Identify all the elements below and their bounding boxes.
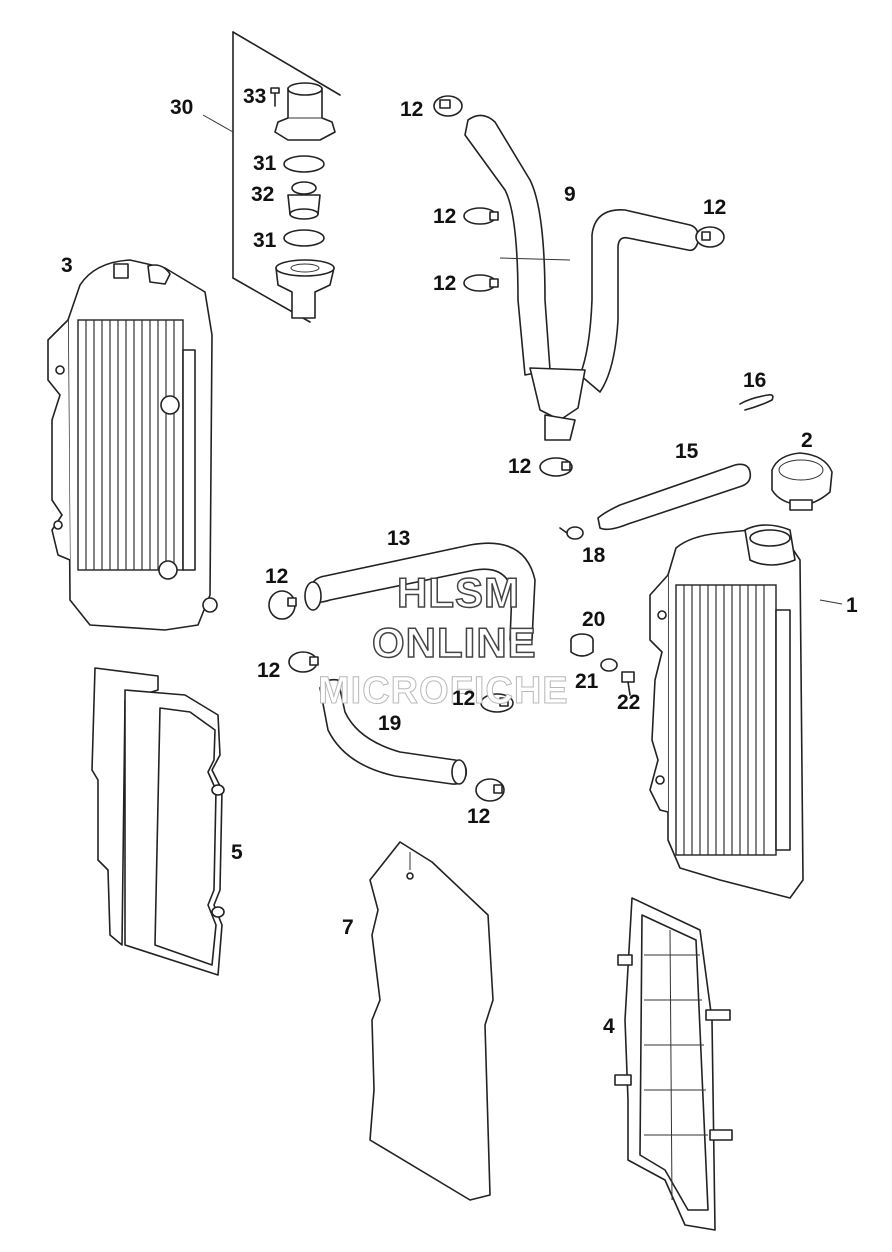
callout-12-mid2: 12 <box>433 272 457 295</box>
hose-19 <box>319 678 468 785</box>
hose-clamp-12-hoseA <box>268 590 297 620</box>
watermark-line3: MICROFICHE <box>318 670 569 712</box>
hose-clamp-12-clampC <box>480 693 514 713</box>
callout-12-bottom: 12 <box>467 805 491 828</box>
overflow-hose-15 <box>597 463 752 531</box>
watermark-line2: ONLINE <box>371 619 537 666</box>
callout-2: 2 <box>801 429 813 452</box>
callout-12-hoseB: 12 <box>257 659 281 682</box>
hose-13 <box>304 542 536 641</box>
grommet-20 <box>570 633 594 657</box>
thermostat-group-bracket <box>202 31 341 323</box>
radiator-left <box>47 259 218 631</box>
o-ring-31-lower <box>283 229 325 247</box>
washer-21 <box>600 658 618 672</box>
o-ring-31-upper <box>283 155 325 173</box>
hose-clamp-12-bottom <box>475 778 505 802</box>
radiator-shroud-5 <box>91 667 225 976</box>
thermostat-housing-lower <box>275 259 335 319</box>
callout-18: 18 <box>582 544 606 567</box>
bolt-22 <box>621 671 635 696</box>
hose-clamp-12-mid2 <box>463 274 499 292</box>
radiator-louver-4 <box>614 897 733 1231</box>
callout-12-clampC: 12 <box>452 687 476 710</box>
callout-21: 21 <box>575 670 599 693</box>
callout-32: 32 <box>251 183 275 206</box>
screw-33 <box>270 87 280 107</box>
callout-22: 22 <box>617 691 641 714</box>
callout-3: 3 <box>61 254 73 277</box>
callout-16: 16 <box>743 369 767 392</box>
thermostat-housing-upper <box>274 82 336 141</box>
hose-clamp-12-y-lower <box>539 457 573 477</box>
radiator-guard-7 <box>369 841 494 1201</box>
callout-30: 30 <box>170 96 194 119</box>
callout-1: 1 <box>846 594 858 617</box>
hose-clamp-12-hoseB <box>288 651 319 673</box>
clip-16 <box>739 394 774 411</box>
callout-20: 20 <box>582 608 606 631</box>
hose-clamp-12-right <box>695 226 725 248</box>
callout-13: 13 <box>387 527 411 550</box>
callout-31-upper: 31 <box>253 152 277 175</box>
hose-clamp-12-topleft <box>433 95 463 117</box>
callout-19: 19 <box>378 712 402 735</box>
callout-7: 7 <box>342 916 354 939</box>
radiator-cap-2 <box>771 452 833 511</box>
callout-12-lower: 12 <box>508 455 532 478</box>
callout-33: 33 <box>243 85 267 108</box>
watermark-line1: HLSM <box>396 569 520 616</box>
radiator-right <box>649 524 843 899</box>
callout-12-mid1: 12 <box>433 205 457 228</box>
callout-12-right: 12 <box>703 196 727 219</box>
callout-9: 9 <box>564 183 576 206</box>
callout-15: 15 <box>675 440 699 463</box>
callout-4: 4 <box>603 1015 615 1038</box>
fitting-18 <box>559 526 584 540</box>
hose-clamp-12-mid1 <box>463 207 499 225</box>
hose-9 <box>464 114 700 441</box>
callout-5: 5 <box>231 841 243 864</box>
callout-12-hoseA: 12 <box>265 565 289 588</box>
thermostat-32 <box>287 181 321 220</box>
callout-12-topleft: 12 <box>400 98 424 121</box>
callout-31-lower: 31 <box>253 229 277 252</box>
